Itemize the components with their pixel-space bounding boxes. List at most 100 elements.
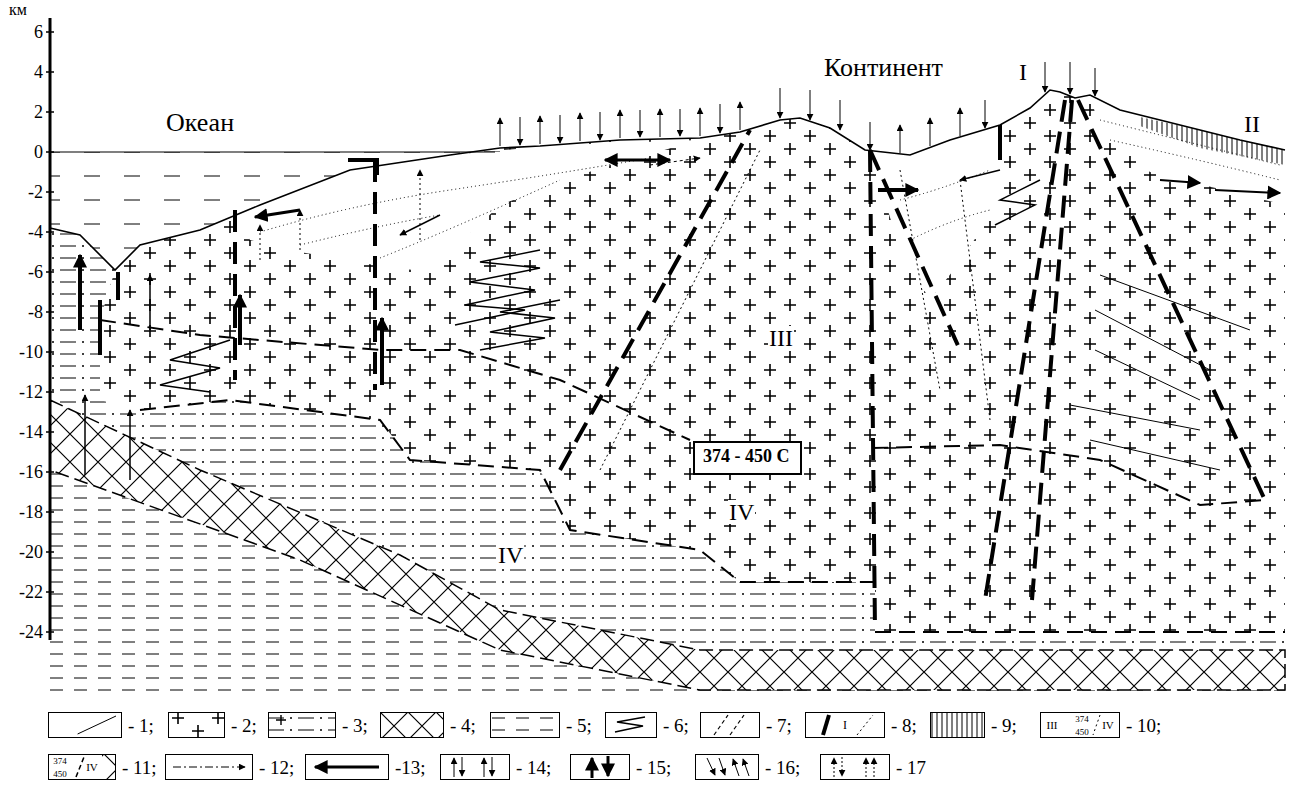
legend-sample [834, 758, 835, 777]
legend-sample [173, 767, 245, 768]
axis-tick: -20 [18, 543, 44, 561]
legend-frame [806, 713, 885, 738]
legend-item: - 9; [930, 712, 1017, 738]
legend-frame [306, 755, 389, 780]
flow-arrow [1160, 180, 1200, 183]
legend-swatch [605, 712, 657, 738]
axis-tick: -2 [27, 183, 44, 201]
axis-tick: -8 [27, 303, 44, 321]
legend-swatch [930, 712, 985, 738]
legend-item: - 1; [48, 712, 154, 738]
fault-solid [116, 272, 120, 300]
legend-sample [76, 757, 84, 777]
legend-sample [743, 759, 749, 776]
sediment-wedge [870, 125, 1000, 300]
legend-text: - 2; [231, 716, 257, 735]
depth-axis [46, 32, 54, 632]
legend-frame [821, 755, 890, 780]
surface-arrow [640, 110, 641, 137]
thin-fracture [1070, 275, 1250, 470]
legend-sample [606, 713, 657, 738]
legend-sample [49, 713, 122, 738]
axis-tick: 2 [33, 103, 44, 121]
legend-sample [166, 755, 253, 780]
legend-text: - 5; [566, 716, 592, 735]
legend-sample [492, 757, 493, 776]
legend-sample [78, 716, 116, 734]
fluid-arrow [238, 295, 242, 345]
legend-sample [719, 758, 725, 775]
legend-sample [491, 713, 559, 737]
legend-text: - 16; [765, 758, 800, 777]
legend-sample [269, 713, 336, 738]
legend-sample [306, 755, 389, 780]
fault-solid [118, 125, 1000, 300]
legend-frame [696, 755, 759, 780]
legend-item: - 2; [168, 712, 257, 738]
legend-frame [701, 713, 760, 738]
fluid-arrow [420, 170, 421, 240]
legend-sample [707, 758, 715, 775]
surface-arrow [680, 109, 681, 136]
fault-line [560, 130, 750, 470]
sediment-wedge [230, 95, 1285, 300]
fault-line [233, 210, 237, 380]
axis-unit: км [8, 2, 28, 18]
flow-arrow [960, 170, 1000, 180]
axis-tick: -24 [18, 623, 44, 641]
zone-boundary [872, 445, 1265, 505]
fault-line [985, 100, 1065, 600]
surface-arrow [540, 116, 541, 144]
surface-arrow [520, 117, 521, 145]
legend-sample [696, 755, 759, 780]
zone-number: II [1243, 112, 1261, 136]
fluid-arrow [149, 275, 151, 330]
zone-number: IV [728, 500, 755, 524]
zone-number: IV [497, 543, 524, 567]
legend-sample [821, 755, 890, 780]
axis-tick: 0 [33, 143, 44, 161]
fault-solid [348, 160, 377, 175]
fault-line [1032, 100, 1072, 600]
legend-sample [454, 758, 455, 777]
axis-tick: -4 [27, 223, 44, 241]
sea-water [50, 151, 495, 152]
fault-line [235, 100, 1265, 630]
flow-arrow [1215, 190, 1280, 193]
surface-arrow [500, 118, 501, 146]
zone-boundary [140, 400, 875, 582]
depth-axis [46, 18, 54, 640]
legend-sample [381, 713, 443, 737]
legend-sample [615, 717, 645, 732]
legend-swatch [168, 712, 225, 738]
axis-tick: -6 [27, 263, 44, 281]
surface-arrow [580, 113, 581, 141]
legend-sample [842, 757, 843, 776]
zigzag-contact [160, 180, 1040, 392]
surface-arrow [900, 125, 901, 153]
fault-line [1078, 100, 1265, 500]
surface-arrow [810, 90, 811, 120]
sediment-wedge [260, 120, 1280, 258]
surface-arrow [500, 62, 1095, 153]
legend-frame [606, 713, 657, 738]
legend-text: - 4; [450, 716, 476, 735]
legend-sample-text: IV [1101, 720, 1115, 731]
fluid-arrow [380, 318, 384, 385]
legend-swatch [380, 712, 444, 738]
surface-arrow [720, 104, 721, 133]
axis-tick: -12 [18, 383, 44, 401]
legend-text: - 1; [128, 716, 154, 735]
legend-swatch [570, 754, 630, 780]
fluid-arrow [260, 225, 261, 260]
axis-tick: -10 [18, 343, 44, 361]
axis-tick: -14 [18, 423, 44, 441]
legend-swatch [165, 754, 253, 780]
zone-boundary [100, 320, 690, 440]
surface-arrow [620, 110, 621, 138]
zone-number: I [1018, 60, 1028, 84]
legend-frame [1041, 713, 1120, 738]
legend-item: - 14; [440, 754, 551, 780]
legend-sample [1093, 715, 1100, 735]
legend-sample [806, 713, 885, 738]
